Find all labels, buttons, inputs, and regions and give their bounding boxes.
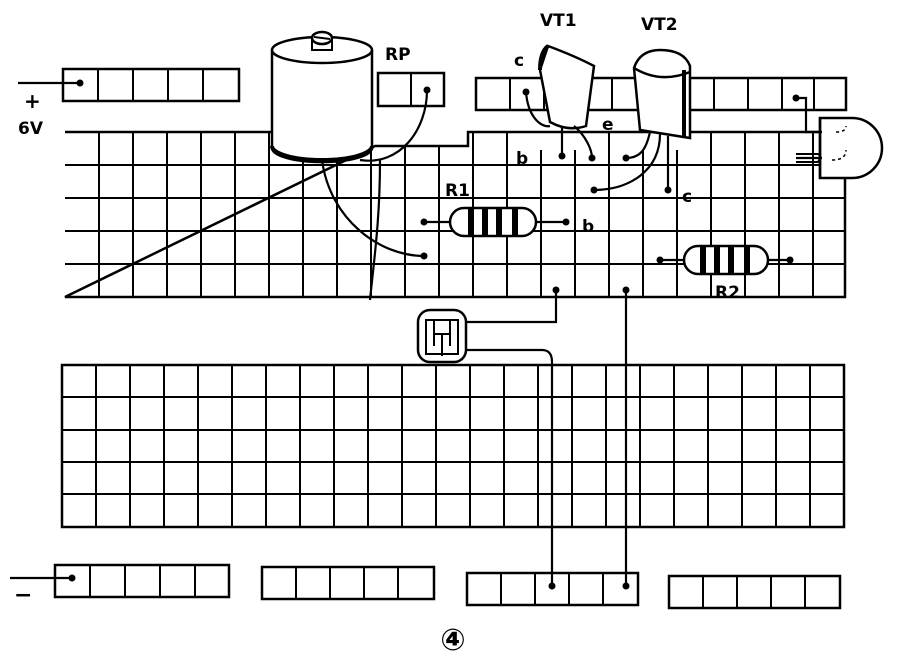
wire-rp-terminal: [359, 89, 429, 162]
label-vt2: VT2: [641, 15, 678, 35]
rp-terminal-strip: [376, 71, 446, 108]
switch-component: [416, 308, 468, 364]
lower-grid-frame: [60, 363, 846, 529]
transistor-vt2: [632, 48, 692, 140]
wire-rp-down: [368, 159, 382, 301]
wire-switch-lower: [466, 348, 554, 586]
bottom-strip-2: [260, 565, 436, 601]
label-r2: R2: [715, 283, 740, 303]
resistor-r1: [420, 206, 570, 238]
bottom-strip-4: [667, 574, 842, 610]
label-b-vt1: b: [516, 149, 528, 169]
top-left-power-strip: [61, 67, 241, 103]
label-voltage: 6V: [18, 119, 44, 139]
label-c-vt1: c: [514, 51, 524, 71]
label-figure-number: ④: [440, 623, 465, 658]
transistor-vt1: [538, 44, 596, 130]
label-c-vt2: c: [682, 187, 692, 207]
label-rp: RP: [385, 45, 411, 65]
circuit-wires: [320, 86, 672, 590]
wire-rp-to-r1: [320, 159, 425, 258]
label-e-pin: e: [602, 115, 614, 135]
wire-switch-upper: [466, 290, 558, 324]
led-component: [792, 94, 884, 180]
negative-power-lead: [10, 574, 76, 582]
label-plus-sign: +: [24, 89, 41, 113]
lower-breadboard-grid: [60, 363, 846, 529]
label-minus-sign: −: [14, 583, 32, 608]
positive-power-lead: [18, 79, 84, 87]
bottom-strip-1: [53, 563, 231, 599]
label-vt1: VT1: [540, 11, 577, 31]
potentiometer-rp: [270, 30, 374, 164]
wire-vt1-collector: [524, 91, 551, 128]
label-r1: R1: [445, 181, 470, 201]
resistor-r2: [656, 244, 794, 276]
label-b-r1: b: [582, 217, 594, 237]
